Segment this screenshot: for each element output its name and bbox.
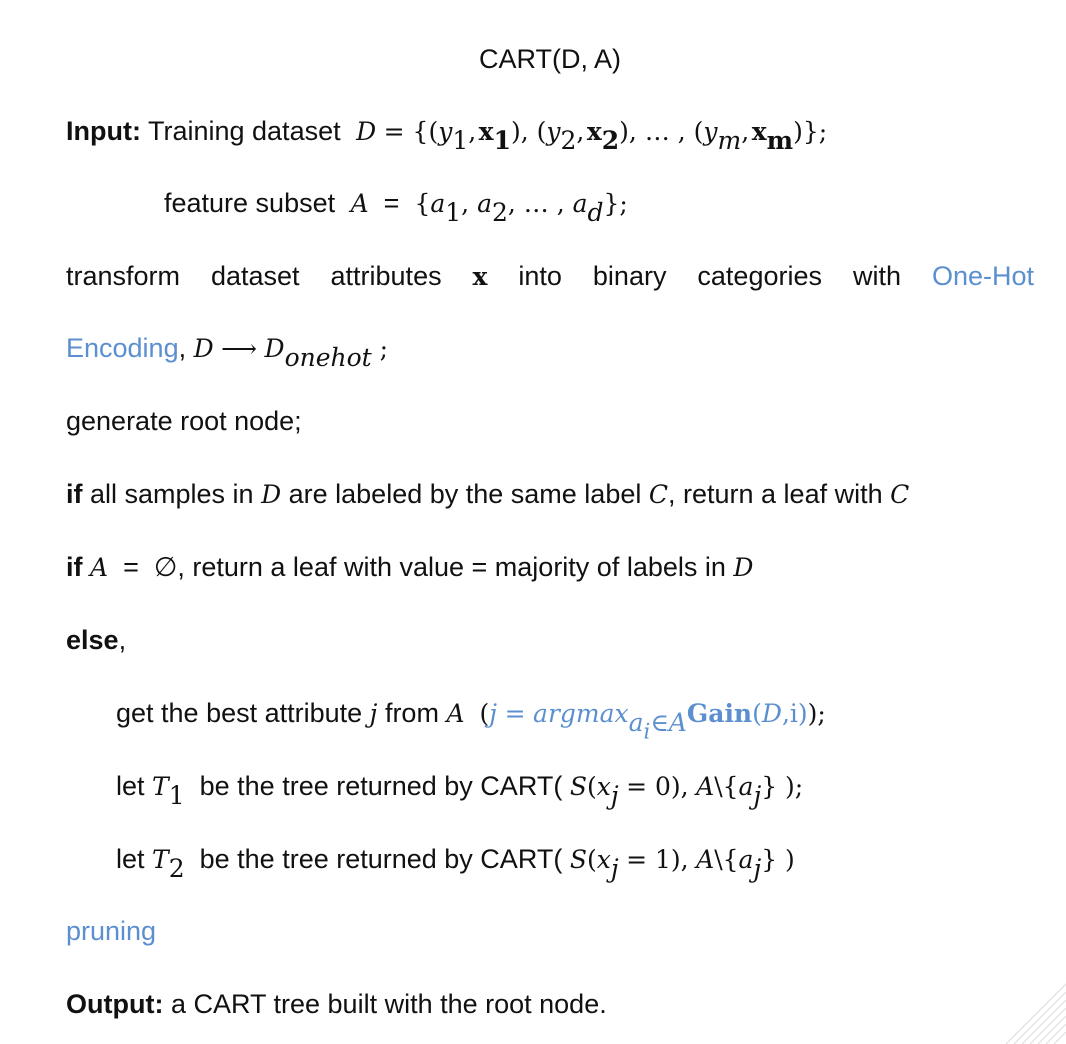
else-line: else, [66,625,127,655]
output-line: Output: a CART tree built with the root … [66,987,607,1021]
input-label: Input: [66,116,141,146]
let-t2-step: let T2 be the tree returned by CART( S(x… [116,844,795,883]
else-keyword: else [66,625,119,655]
transform-text: transform dataset attributes x into bina… [66,261,901,291]
pruning-step: pruning [66,916,157,946]
transform-line: transform dataset attributes x into bina… [66,259,1034,294]
corner-hatch-decoration [1005,983,1066,1044]
transform-line-2: Encoding, D ⟶ Donehot ; [66,333,389,372]
best-attribute-step: get the best attribute j from A (j = arg… [116,698,826,745]
if-keyword: if [66,552,83,582]
output-text: a CART tree built with the root node. [170,989,607,1019]
algorithm-title: CART(D, A) [478,44,621,74]
feature-subset-line: feature subset A = {a1, a2, … , ad}; [164,186,628,227]
onehot-expression: D ⟶ Donehot ; [193,334,389,372]
encoding-link[interactable]: Encoding [66,333,179,363]
if-same-label-step: if all samples in D are labeled by the s… [66,479,910,509]
dataset-expression: D = {(y1, x1), (y2, x2), … , (ym, xm)}; [348,117,828,155]
let-t1-step: let T1 be the tree returned by CART( S(x… [116,771,804,810]
feature-expression: A = {a1, a2, … , ad}; [342,188,628,227]
if-empty-attrs-step: if A = ∅, return a leaf with value = maj… [66,552,754,582]
root-node-step: generate root node; [66,406,302,436]
one-hot-link[interactable]: One-Hot [931,261,1034,291]
feature-text: feature subset [164,188,336,218]
if-keyword: if [66,479,83,509]
input-text: Training dataset [147,116,341,146]
output-label: Output: [66,989,164,1019]
input-line: Input: Training dataset D = {(y1, x1), (… [66,114,828,155]
